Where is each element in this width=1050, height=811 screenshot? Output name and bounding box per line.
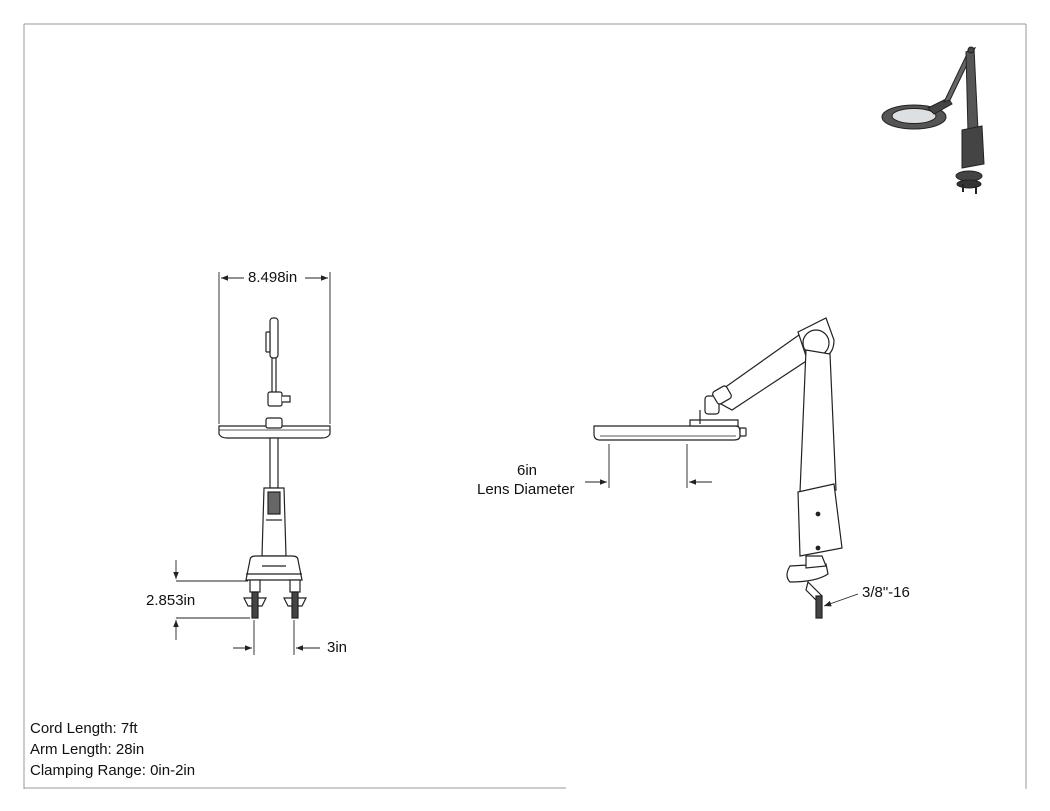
sheet-border [23, 23, 1027, 789]
front-view-dimensions [173, 272, 331, 655]
isometric-thumbnail [881, 46, 985, 194]
cord-length-note: Cord Length: 7ft [30, 720, 138, 737]
clamping-range-note: Clamping Range: 0in-2in [30, 762, 196, 779]
spec-notes: Cord Length: 7ft Arm Length: 28in Clampi… [30, 718, 195, 781]
front-view [218, 317, 331, 619]
base-width-dimension: 8.498in [248, 269, 298, 286]
lens-dimension-value: 6in [517, 462, 538, 479]
side-view-dimensions [585, 444, 859, 607]
side-view [593, 317, 843, 619]
arm-length-note: Arm Length: 28in [30, 741, 145, 758]
lens-dimension-label: Lens Diameter [477, 481, 575, 498]
clamp-height-dimension: 2.853in [146, 592, 196, 609]
thread-spec-callout: 3/8"-16 [862, 584, 910, 601]
clamp-spacing-dimension: 3in [327, 639, 348, 656]
